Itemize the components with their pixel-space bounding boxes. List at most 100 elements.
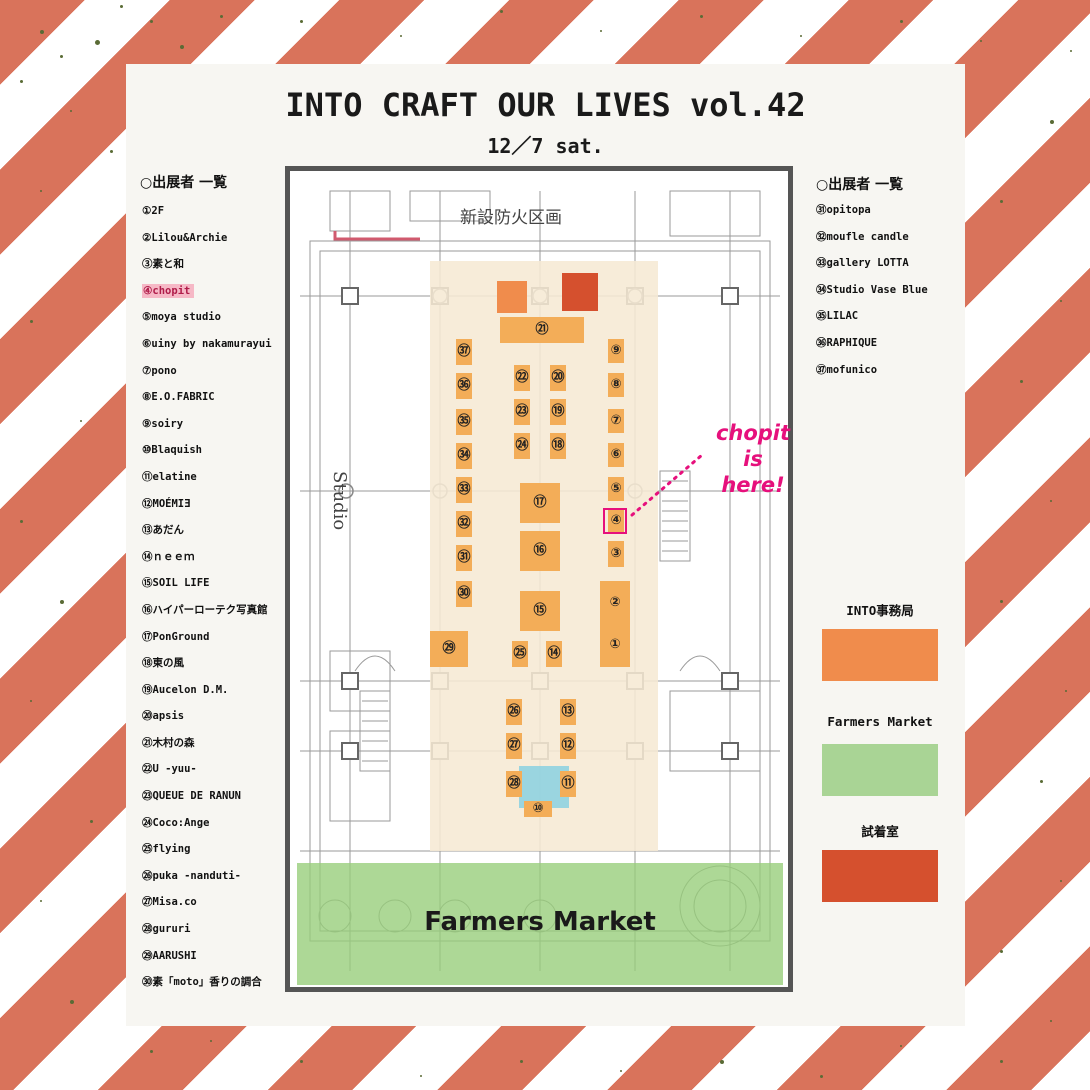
booth-number: ⑭ (547, 646, 561, 661)
speck (700, 15, 703, 18)
vendor-left-item: ⑥uiny by nakamurayui (142, 331, 272, 358)
vendor-name: ㉑木村の森 (142, 736, 195, 749)
into-office-block (497, 281, 527, 313)
booth-3: ③ (608, 541, 624, 567)
booth-number: ⑫ (561, 738, 575, 753)
booth-22: ㉒ (514, 365, 530, 391)
vendor-name: ⑲Aucelon D.M. (142, 683, 229, 696)
speck (980, 40, 982, 42)
booth-number: ㉗ (507, 738, 521, 753)
speck (150, 1050, 153, 1053)
vendor-name: ㊱RAPHIQUE (816, 336, 878, 349)
booth-7: ⑦ (608, 409, 624, 433)
speck (60, 55, 63, 58)
legend-swatch-farmers-market (822, 744, 938, 796)
booth-9: ⑨ (608, 339, 624, 363)
booth-24: ㉔ (514, 433, 530, 459)
booth-8: ⑧ (608, 373, 624, 397)
booth-number: ④ (610, 513, 622, 528)
speck (1020, 380, 1023, 383)
booth-number: ⑮ (533, 603, 547, 618)
farmers-market-label: Farmers Market (424, 907, 656, 937)
vendor-left-item: ④chopit (142, 278, 272, 305)
speck (60, 600, 64, 604)
booth-26: ㉖ (506, 699, 522, 725)
booth-27: ㉗ (506, 733, 522, 759)
booth-5: ⑤ (608, 477, 624, 501)
speck (1000, 950, 1003, 953)
booth-number: ㉘ (507, 776, 521, 791)
booth-13: ⑬ (560, 699, 576, 725)
booth-37: ㊲ (456, 339, 472, 365)
booth-31: ㉛ (456, 545, 472, 571)
vendor-left-item: ㉖puka -nanduti- (142, 863, 272, 890)
vendor-name: ㉗Misa.co (142, 896, 197, 909)
vendor-name: ㉔Coco:Ange (142, 816, 210, 829)
booth-number: ㉒ (515, 370, 529, 385)
booth-number: ⑤ (610, 481, 622, 496)
speck (80, 420, 82, 422)
booth-number: ㊲ (457, 344, 471, 359)
booth-number: ⑧ (610, 377, 622, 392)
booth-number: ⑯ (533, 543, 547, 558)
vendor-left-item: ㉒U -yuu- (142, 756, 272, 783)
booth-15: ⑮ (520, 591, 560, 631)
speck (500, 10, 503, 13)
vendor-name: ⑨soiry (142, 417, 184, 430)
vendor-left-item: ②Lilou&Archie (142, 225, 272, 252)
legend-label-into-office: INTO事務局 (846, 603, 914, 618)
event-title: INTO CRAFT OUR LIVES vol.42 (285, 86, 806, 124)
vendor-left-item: ⑤moya studio (142, 304, 272, 331)
booth-number: ㉛ (457, 550, 471, 565)
speck (1050, 500, 1052, 502)
booth-number: ㉚ (457, 586, 471, 601)
vendor-name: ⑫MOÉMIƎ (142, 497, 191, 510)
booth-number: ⑳ (551, 370, 565, 385)
callout-line-1: chopit (715, 421, 791, 445)
vendor-name: ⑧E.O.FABRIC (142, 391, 215, 404)
vendor-right-item: ㊱RAPHIQUE (816, 330, 928, 357)
fitting-room-block (562, 273, 598, 311)
vendor-name: ⑰PonGround (142, 630, 210, 643)
speck (300, 20, 303, 23)
vendor-name: ㉚素「moto」香りの調合 (142, 976, 262, 989)
vendor-list-heading-left: ○出展者 一覧 (140, 175, 228, 191)
booth-19: ⑲ (550, 399, 566, 425)
vendor-name: ⑭ｎｅｅｍ (142, 550, 195, 563)
booth-number: ㉜ (457, 516, 471, 531)
vendor-name: ㉘gururi (142, 923, 191, 936)
booth-29: ㉙ (430, 631, 468, 667)
vendor-name: ⑮SOIL LIFE (142, 577, 210, 590)
vendor-name: ⑪elatine (142, 470, 197, 483)
booth-6: ⑥ (608, 443, 624, 467)
vendor-left-item: ㉘gururi (142, 916, 272, 943)
speck (720, 1060, 724, 1064)
vendor-name: ㉖puka -nanduti- (142, 869, 242, 882)
speck (900, 20, 903, 23)
speck (600, 30, 602, 32)
vendor-left-item: ㉕flying (142, 836, 272, 863)
booth-number: ⑩ (532, 801, 544, 816)
speck (40, 30, 44, 34)
vendor-name: ㉒U -yuu- (142, 763, 197, 776)
vendor-name: ⑳apsis (142, 710, 185, 723)
speck (620, 1070, 622, 1072)
vendor-name: ③素と和 (142, 258, 184, 271)
vendor-name: ②Lilou&Archie (142, 231, 228, 244)
vendor-left-item: ㉓QUEUE DE RANUN (142, 783, 272, 810)
vendor-name: ㉝gallery LOTTA (816, 257, 909, 270)
vendor-left-item: ㉔Coco:Ange (142, 810, 272, 837)
booth-number: ㉟ (457, 414, 471, 429)
booth-33: ㉝ (456, 477, 472, 503)
speck (30, 700, 32, 702)
vendor-name: ⑤moya studio (142, 311, 221, 324)
vendor-right-item: ㉞Studio Vase Blue (816, 277, 928, 304)
vendor-left-item: ⑭ｎｅｅｍ (142, 544, 272, 571)
legend-label-farmers-market: Farmers Market (827, 714, 933, 729)
booth-number: ⑰ (533, 495, 547, 510)
speck (20, 80, 23, 83)
vendor-name: ㊲mofunico (816, 363, 878, 376)
vendor-name: ④chopit (142, 283, 195, 298)
